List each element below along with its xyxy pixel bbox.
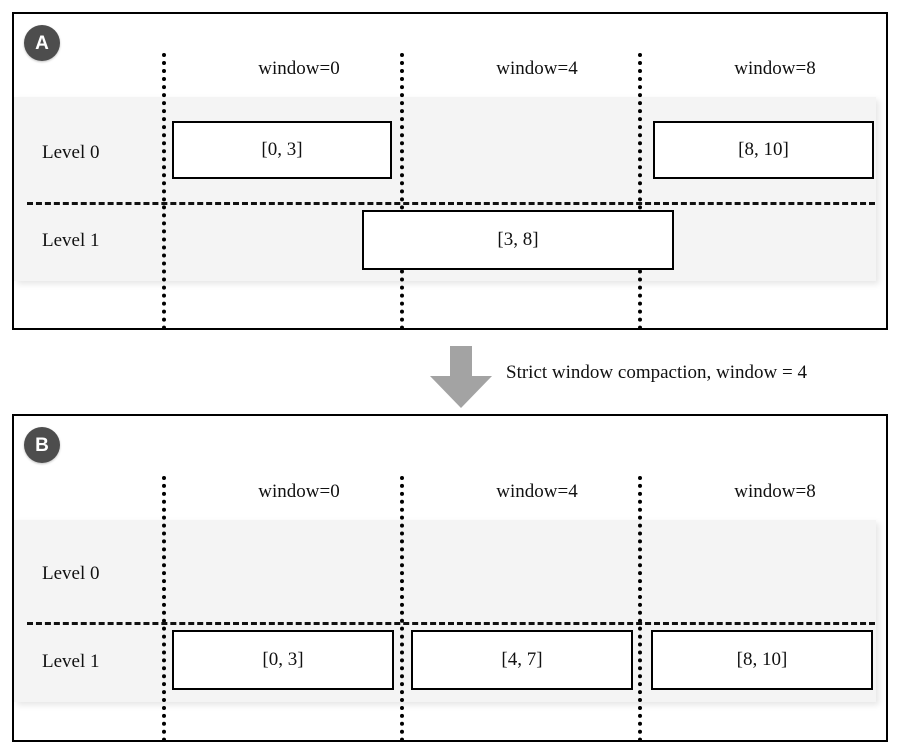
panel-b-window-header-1: window=4	[496, 481, 578, 502]
panel-a-level-label-1: Level 1	[42, 230, 100, 251]
panel-b-badge: B	[24, 427, 60, 463]
panel-b-interval-box-1[interactable]: [4, 7]	[411, 630, 633, 690]
panel-b-window-header-2: window=8	[734, 481, 816, 502]
panel-b-window-separator-1	[400, 476, 404, 742]
panel-a-level-divider	[27, 202, 875, 205]
panel-a-badge-label: A	[35, 32, 49, 54]
panel-b-interval-box-2[interactable]: [8, 10]	[651, 630, 873, 690]
panel-b-level-divider	[27, 622, 875, 625]
panel-b-level-label-1: Level 1	[42, 651, 100, 672]
transition-caption: Strict window compaction, window = 4	[506, 362, 807, 383]
arrow-down-icon	[430, 346, 492, 408]
panel-a-interval-box-0[interactable]: [0, 3]	[172, 121, 392, 179]
panel-b-level-label-0: Level 0	[42, 563, 100, 584]
panel-a-window-separator-1	[400, 53, 404, 330]
panel-a-window-header-2: window=8	[734, 58, 816, 79]
panel-a: A window=0 window=4 window=8 Level 0 Lev…	[12, 12, 888, 330]
panel-a-interval-box-1[interactable]: [8, 10]	[653, 121, 874, 179]
panel-a-level-label-0: Level 0	[42, 142, 100, 163]
panel-b-window-separator-0	[162, 476, 166, 742]
panel-b: B window=0 window=4 window=8 Level 0 Lev…	[12, 414, 888, 742]
transition-arrow	[426, 346, 496, 408]
panel-a-interval-box-2[interactable]: [3, 8]	[362, 210, 674, 270]
panel-a-window-header-1: window=4	[496, 58, 578, 79]
panel-a-badge: A	[24, 25, 60, 61]
panel-a-window-separator-0	[162, 53, 166, 330]
panel-b-window-header-0: window=0	[258, 481, 340, 502]
panel-a-window-header-0: window=0	[258, 58, 340, 79]
panel-a-window-separator-2	[638, 53, 642, 330]
panel-b-badge-label: B	[35, 434, 49, 456]
panel-b-window-separator-2	[638, 476, 642, 742]
panel-b-interval-box-0[interactable]: [0, 3]	[172, 630, 394, 690]
